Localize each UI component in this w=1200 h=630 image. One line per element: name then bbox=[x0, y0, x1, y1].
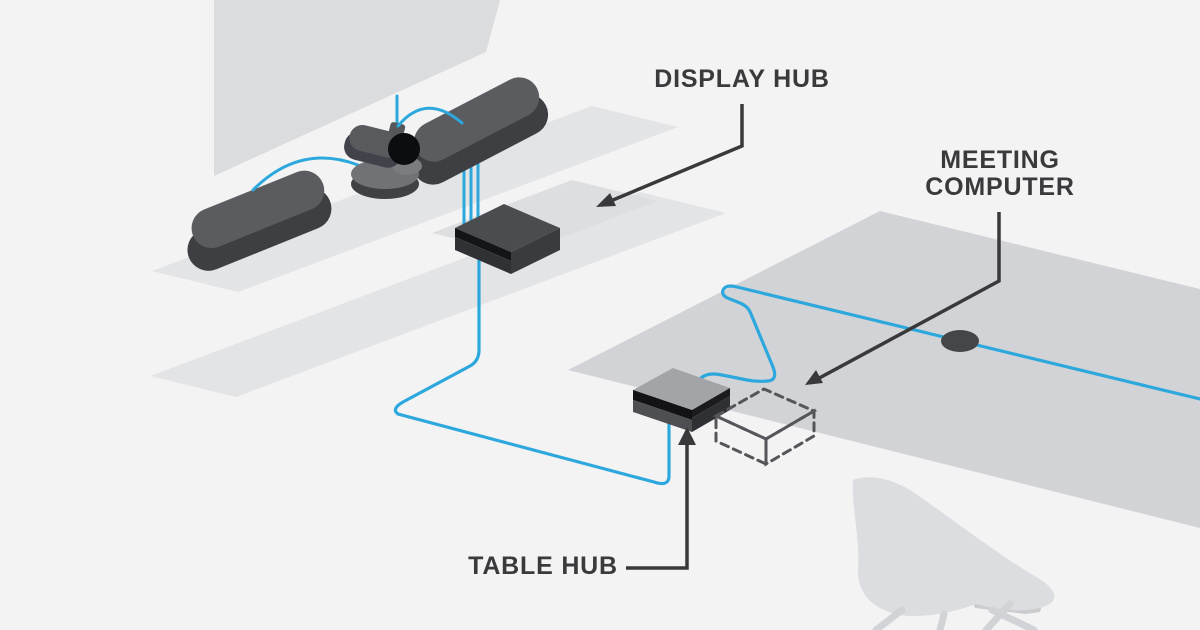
display-hub-front-face bbox=[455, 237, 511, 274]
display-hub-front-band bbox=[455, 228, 511, 261]
display-hub-device bbox=[455, 204, 560, 274]
speaker-right-top bbox=[414, 77, 540, 162]
table-hub-side-face bbox=[692, 396, 730, 432]
leader-arrowheads bbox=[596, 193, 823, 445]
display-hub-top bbox=[455, 204, 560, 252]
meeting-computer-arrowhead bbox=[805, 370, 823, 385]
label-meeting-computer-line2: COMPUTER bbox=[925, 173, 1075, 201]
label-meeting-computer: MEETING COMPUTER bbox=[925, 147, 1075, 201]
chair-legs bbox=[872, 600, 1038, 630]
leader-lines bbox=[600, 104, 1001, 570]
speaker-right bbox=[412, 77, 549, 185]
meeting-computer-placeholder bbox=[712, 387, 818, 467]
table-cable bbox=[699, 284, 1200, 401]
table-hub-front-band bbox=[633, 390, 692, 420]
table-hub-front-face bbox=[633, 400, 692, 432]
camera-lens bbox=[388, 133, 420, 165]
conference-camera bbox=[344, 122, 422, 199]
display-hub-arrowhead bbox=[596, 193, 616, 207]
table-hub-top bbox=[633, 368, 730, 410]
left-speaker-cable bbox=[251, 156, 360, 192]
label-table-hub: TABLE HUB bbox=[468, 552, 618, 580]
table bbox=[568, 211, 1200, 528]
chair-shell bbox=[852, 477, 1055, 617]
table-hub-leader bbox=[626, 433, 689, 570]
table-hub-arrowhead bbox=[678, 427, 696, 445]
speaker-left-top bbox=[191, 170, 325, 249]
display-hub-leader bbox=[600, 104, 744, 207]
wall-shelf bbox=[152, 106, 678, 292]
label-meeting-computer-line1: MEETING bbox=[940, 146, 1060, 174]
display-screen bbox=[214, 0, 500, 176]
table-hub-side-band bbox=[692, 388, 730, 418]
meeting-computer-leader bbox=[809, 212, 1001, 385]
table-hub-device bbox=[633, 368, 730, 432]
right-speaker-cable bbox=[396, 106, 464, 128]
cable-puck bbox=[941, 330, 979, 352]
hub-link-cable bbox=[393, 257, 671, 486]
chair bbox=[852, 477, 1055, 630]
display-hub-side-face bbox=[511, 228, 560, 274]
label-display-hub: DISPLAY HUB bbox=[654, 65, 830, 93]
speaker-left bbox=[187, 170, 332, 271]
media-shelf bbox=[150, 192, 726, 397]
